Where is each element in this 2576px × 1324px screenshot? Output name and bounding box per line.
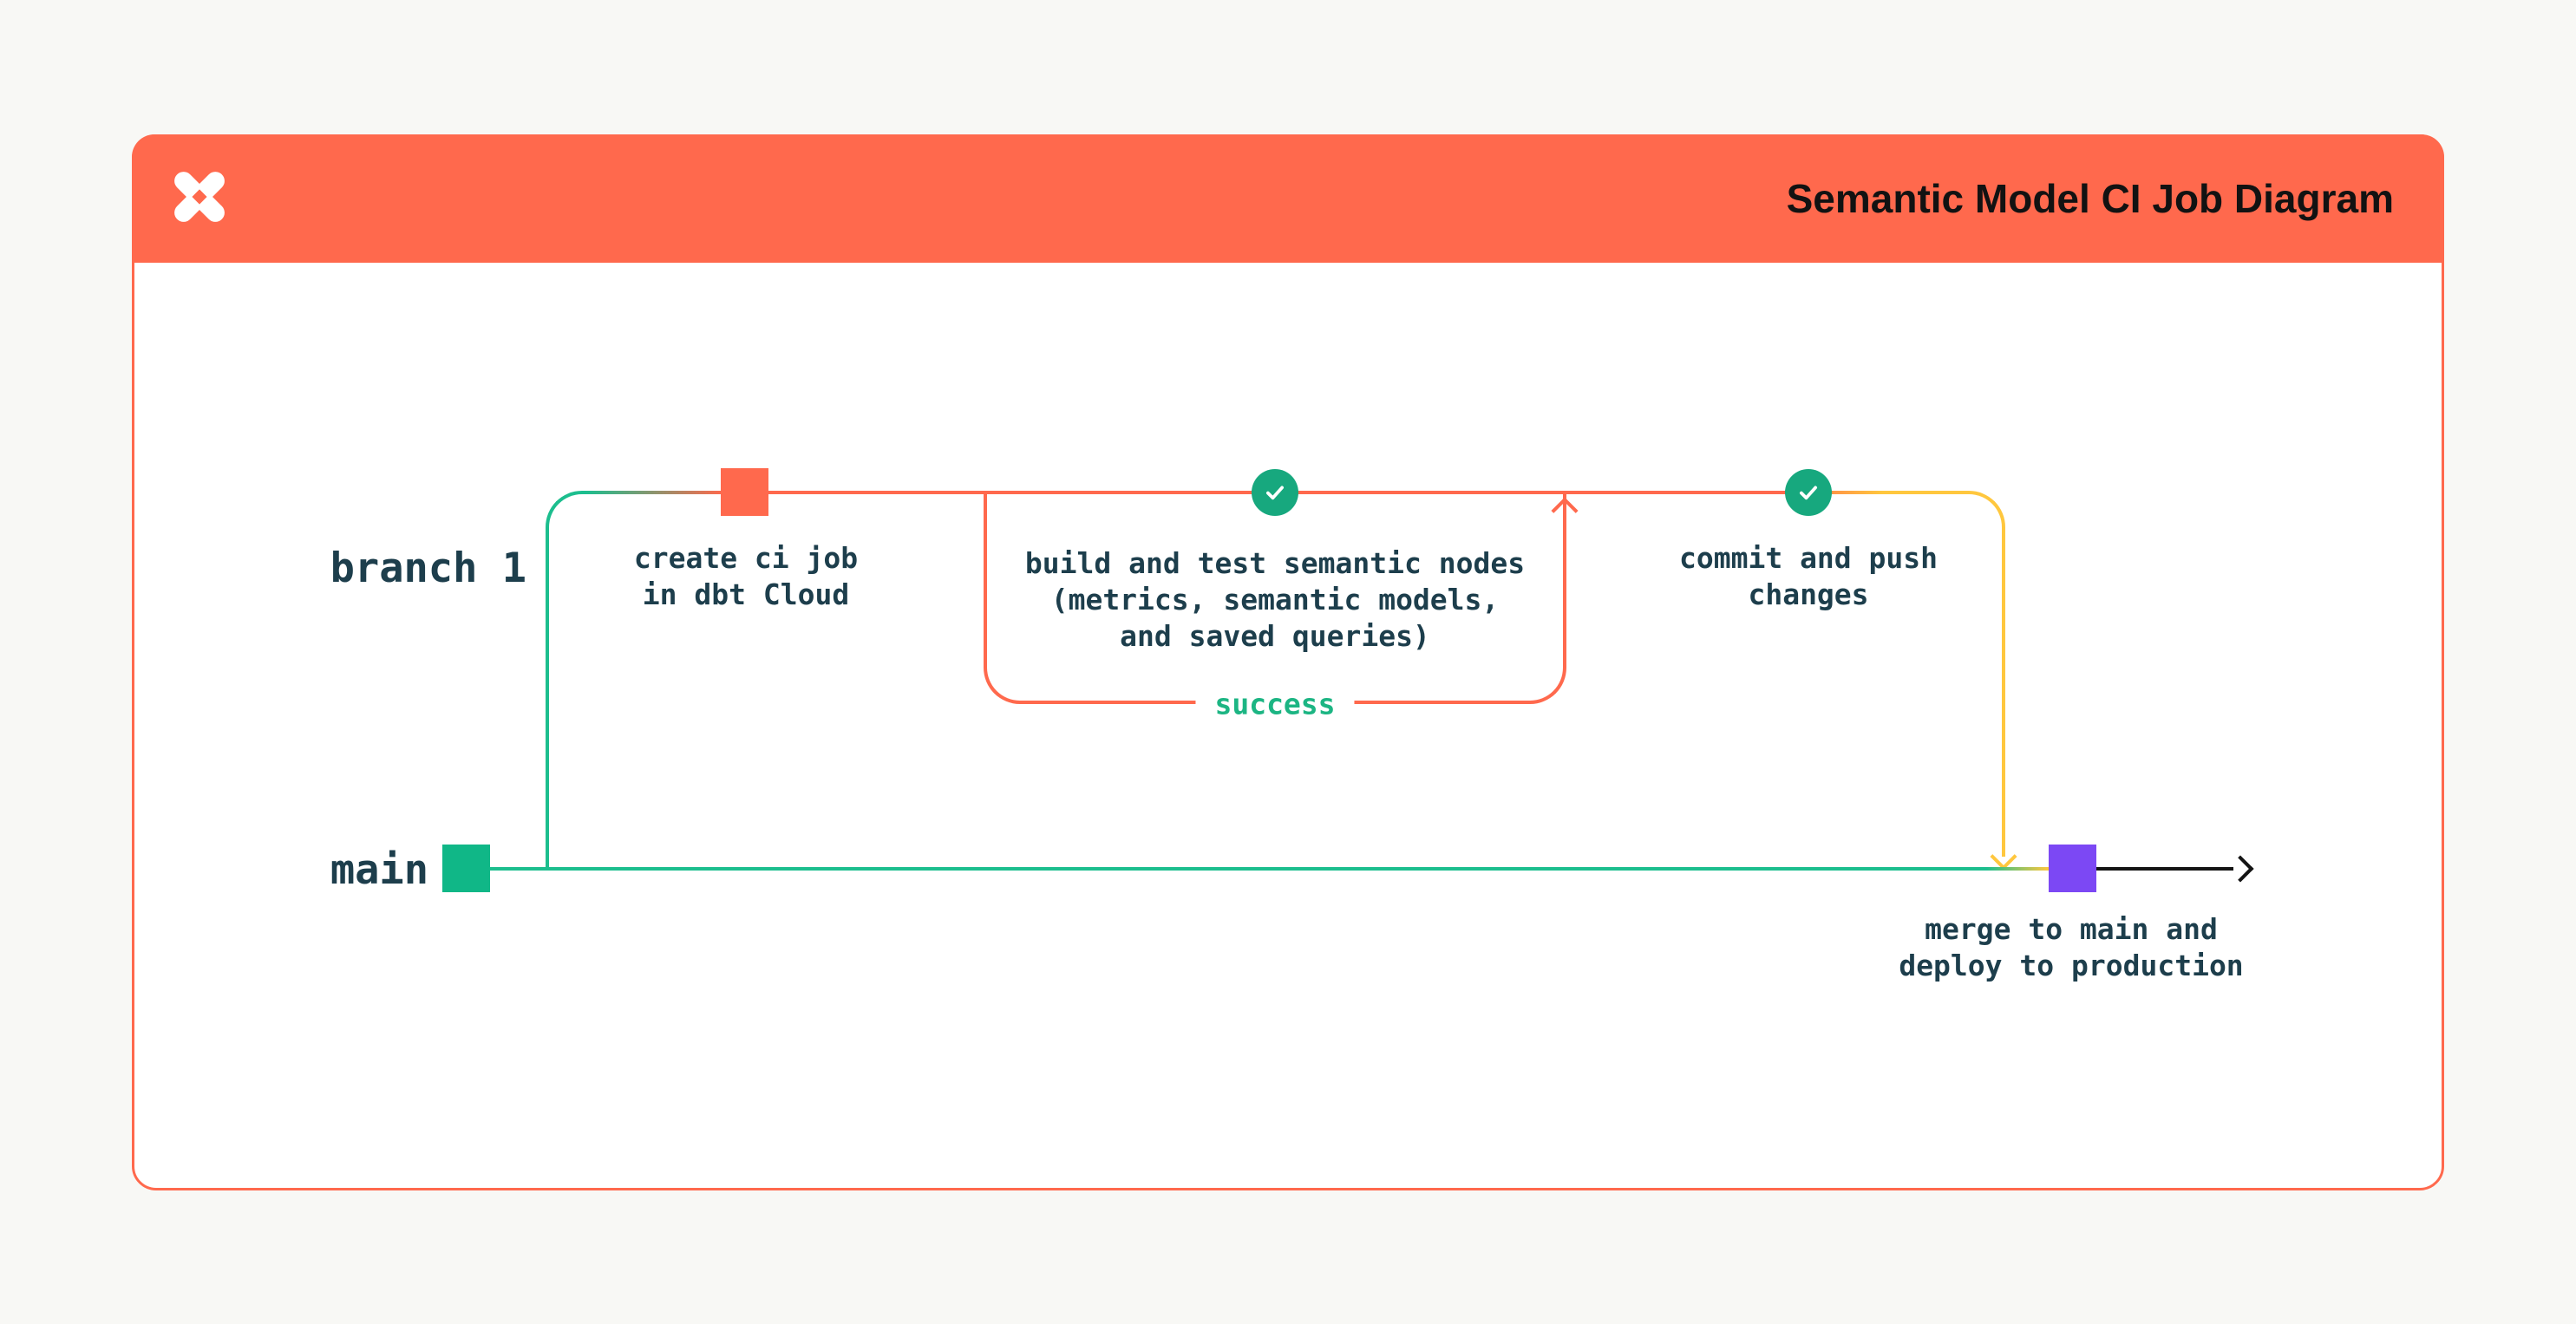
branch-1-label: branch 1 xyxy=(330,545,526,592)
diagram-card xyxy=(132,134,2444,1190)
build-test-check-icon xyxy=(1252,469,1298,516)
commit-push-check-icon xyxy=(1785,469,1832,516)
build-test-label: build and test semantic nodes (metrics, … xyxy=(1024,546,1526,653)
production-arrow-line xyxy=(2096,867,2233,871)
create-ci-commit-square xyxy=(721,468,768,516)
page-title: Semantic Model CI Job Diagram xyxy=(1786,176,2394,221)
merge-vertical-line xyxy=(2002,529,2005,857)
header-bar xyxy=(132,134,2444,263)
merge-deploy-label: merge to main and deploy to production xyxy=(1899,912,2244,982)
success-label: success xyxy=(1195,687,1355,721)
branch-fork-vertical-line xyxy=(546,527,549,869)
main-branch-line xyxy=(489,867,2049,871)
main-start-commit-square xyxy=(442,845,490,892)
main-branch-label: main xyxy=(330,846,428,894)
dbt-logo-icon xyxy=(167,164,232,230)
create-ci-label: create ci job in dbt Cloud xyxy=(633,541,859,611)
merge-commit-square xyxy=(2049,845,2096,892)
commit-push-label: commit and push changes xyxy=(1678,541,1939,611)
